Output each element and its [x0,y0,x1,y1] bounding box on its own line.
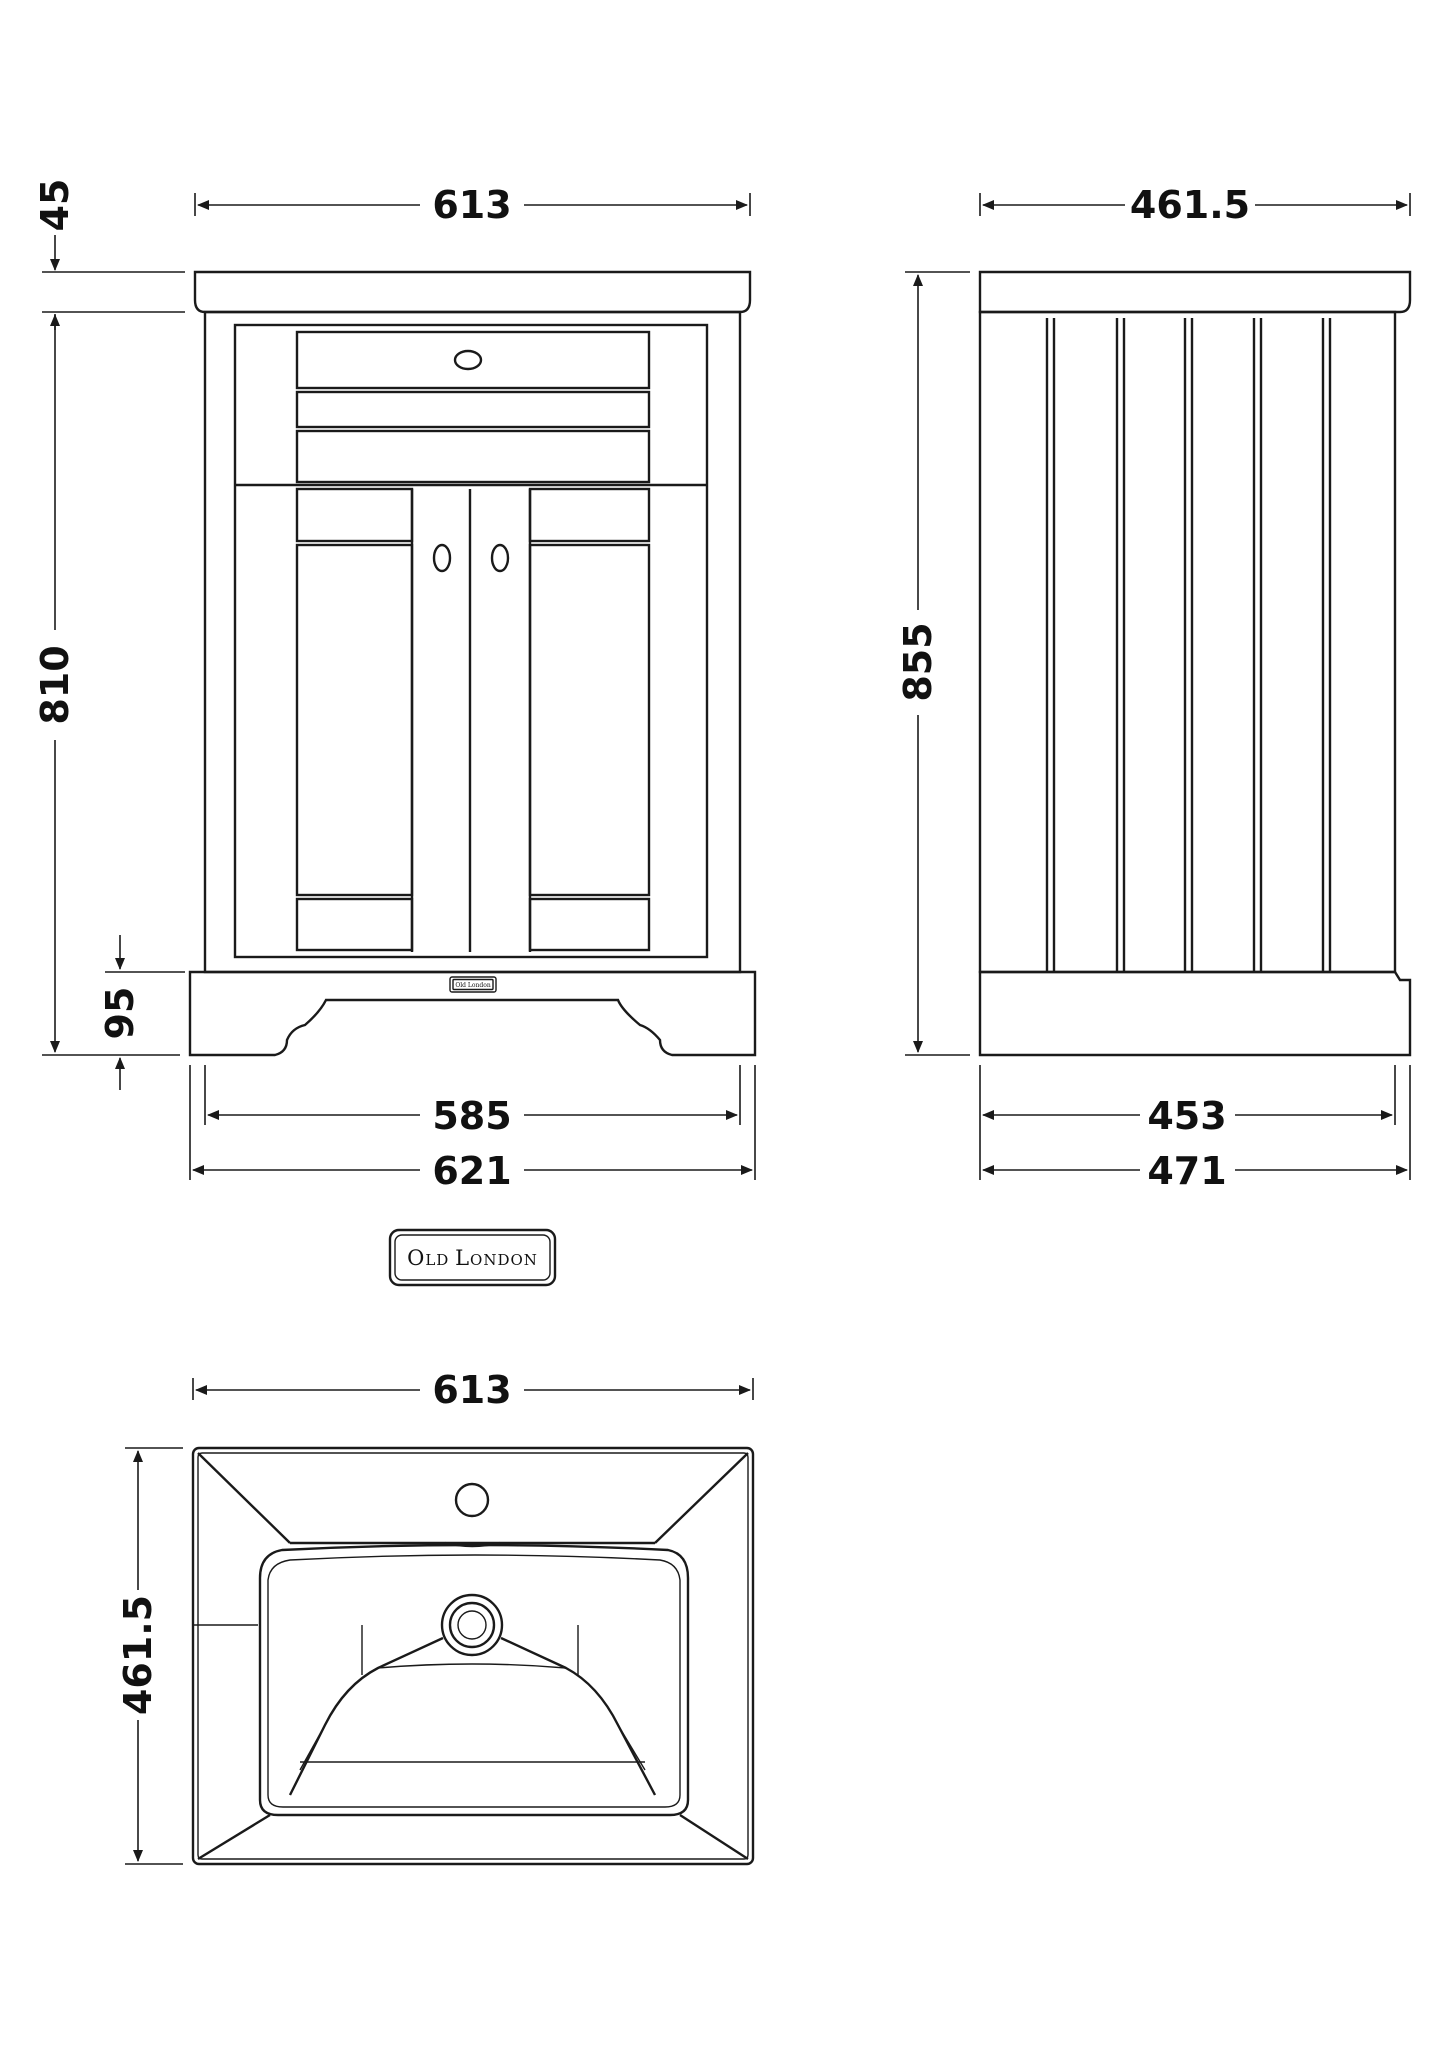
dim-front-outer-width: 621 [432,1149,511,1193]
front-plinth [188,970,757,1057]
dim-side-outer-depth: 471 [1147,1149,1226,1193]
dim-side-depth-top: 461.5 [1130,183,1250,227]
dim-top-thickness: 45 [33,179,77,232]
drawer-rail [295,390,651,429]
tap-hole [454,1482,490,1518]
drawer-front [295,330,651,390]
plan-dimensions: 613 461.5 [116,1368,754,1865]
side-panel-grooves [1045,318,1332,972]
dim-front-width-top: 613 [432,183,511,227]
basin-bowl [258,1543,690,1817]
side-plinth [978,970,1412,1057]
dim-plinth-height: 95 [98,987,142,1040]
plan-outline [191,1446,755,1866]
drawer-lower-rail [295,429,651,484]
side-carcass [978,310,1397,974]
dim-plan-depth: 461.5 [116,1595,160,1715]
side-view [978,270,1412,1057]
waste-outlet [440,1593,504,1657]
logo-text: OLD LONDON [407,1246,538,1270]
left-door-panel [295,543,414,897]
old-london-logo: OLD LONDON [388,1228,557,1287]
right-door-handle [490,543,510,573]
dim-side-total-height: 855 [896,622,940,701]
front-inner-frame [233,323,709,959]
left-door-handle [432,543,452,573]
dim-front-inner-width: 585 [432,1094,511,1138]
front-dimensions: 613 45 810 95 585 621 [33,179,756,1193]
front-view: Old London [188,270,757,1057]
dim-plan-width: 613 [432,1368,511,1412]
front-carcass [203,310,742,974]
side-dimensions: 461.5 855 453 471 [896,183,1411,1193]
dim-carcass-height: 810 [33,645,77,724]
side-basin-top [978,270,1412,314]
right-door-panel [528,543,651,897]
front-basin-top [193,270,752,314]
dim-side-inner-depth: 453 [1147,1094,1226,1138]
plan-view [191,1446,755,1866]
plinth-badge-text: Old London [455,982,491,989]
drawer-handle [453,349,483,371]
